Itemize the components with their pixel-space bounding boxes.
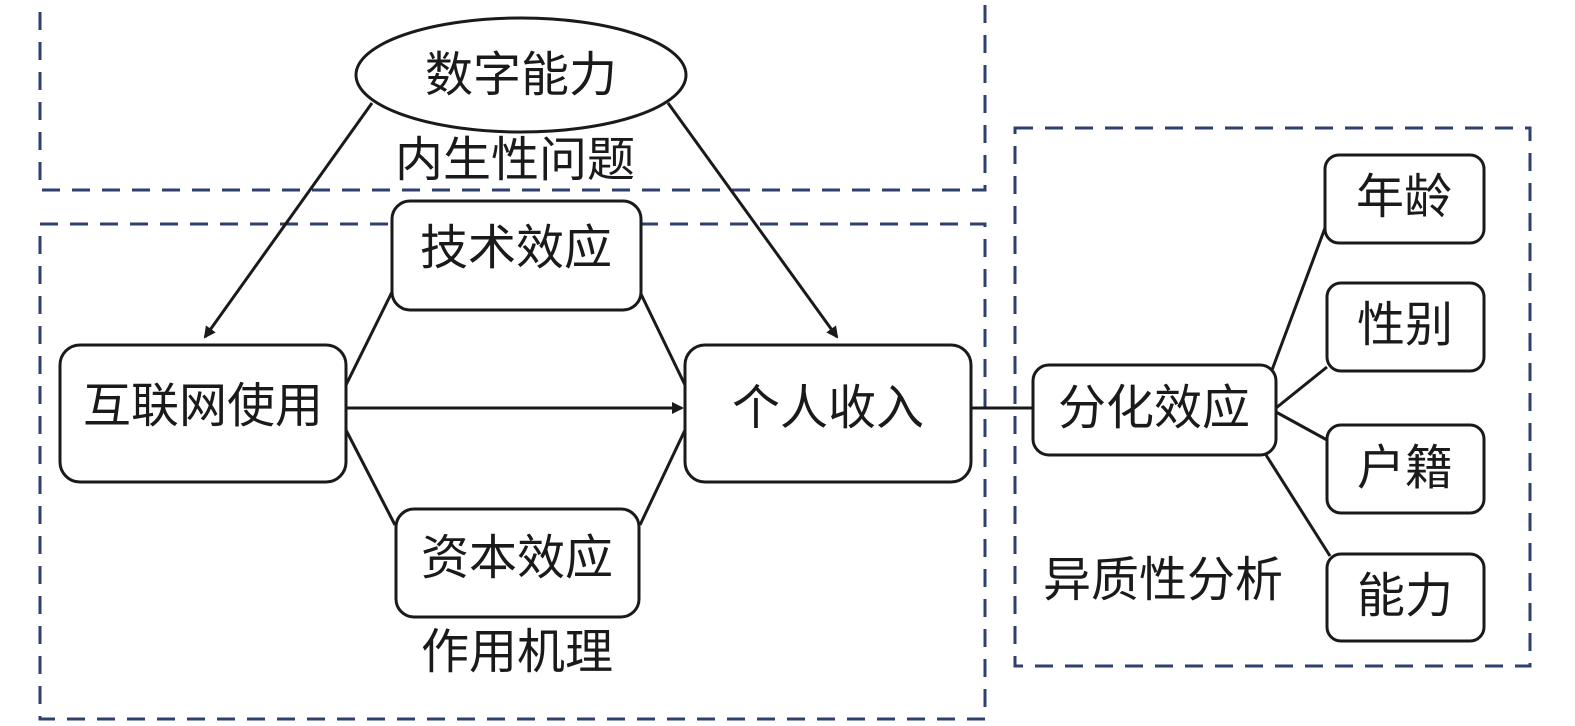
- node-ability: 能力: [1325, 552, 1486, 643]
- edge-ability-to-income: [666, 102, 839, 339]
- edge-internet-to-capital: [344, 429, 397, 526]
- node-capital-effect: 资本效应: [394, 507, 641, 619]
- node-gender: 性别: [1325, 281, 1486, 373]
- node-divergence-effect-label: 分化效应: [1058, 380, 1250, 436]
- edge-divergence-to-gender: [1275, 365, 1328, 410]
- edge-divergence-to-hukou: [1275, 410, 1328, 442]
- heterogeneity-region-label: 异质性分析: [1043, 552, 1283, 608]
- edge-internet-to-tech: [344, 291, 394, 386]
- edge-capital-to-income: [638, 429, 687, 526]
- node-personal-income: 个人收入: [683, 343, 973, 484]
- node-digital-ability: 数字能力: [354, 16, 688, 134]
- edge-divergence-to-ability: [1264, 454, 1332, 557]
- node-capital-effect-label: 资本效应: [421, 530, 613, 586]
- node-hukou-label: 户籍: [1357, 440, 1453, 496]
- node-internet-use-label: 互联网使用: [83, 378, 323, 434]
- endogeneity-region-label: 内生性问题: [395, 132, 635, 188]
- node-hukou: 户籍: [1325, 423, 1486, 515]
- node-gender-label: 性别: [1357, 297, 1453, 353]
- node-age-label: 年龄: [1356, 169, 1452, 225]
- edge-ability-to-internet: [203, 102, 374, 339]
- endogeneity-region: [38, 0, 987, 192]
- edge-divergence-to-age: [1270, 227, 1327, 371]
- node-ability-label: 能力: [1357, 568, 1453, 624]
- mechanism-region-label: 作用机理: [421, 624, 613, 680]
- node-tech-effect: 技术效应: [390, 199, 643, 312]
- node-personal-income-label: 个人收入: [732, 380, 924, 436]
- node-tech-effect-label: 技术效应: [420, 220, 612, 276]
- node-digital-ability-label: 数字能力: [425, 47, 617, 103]
- edge-tech-to-income: [638, 291, 687, 386]
- node-age: 年龄: [1323, 153, 1486, 245]
- node-divergence-effect: 分化效应: [1031, 363, 1278, 457]
- heterogeneity-region: [1013, 126, 1532, 668]
- node-internet-use: 互联网使用: [58, 343, 348, 484]
